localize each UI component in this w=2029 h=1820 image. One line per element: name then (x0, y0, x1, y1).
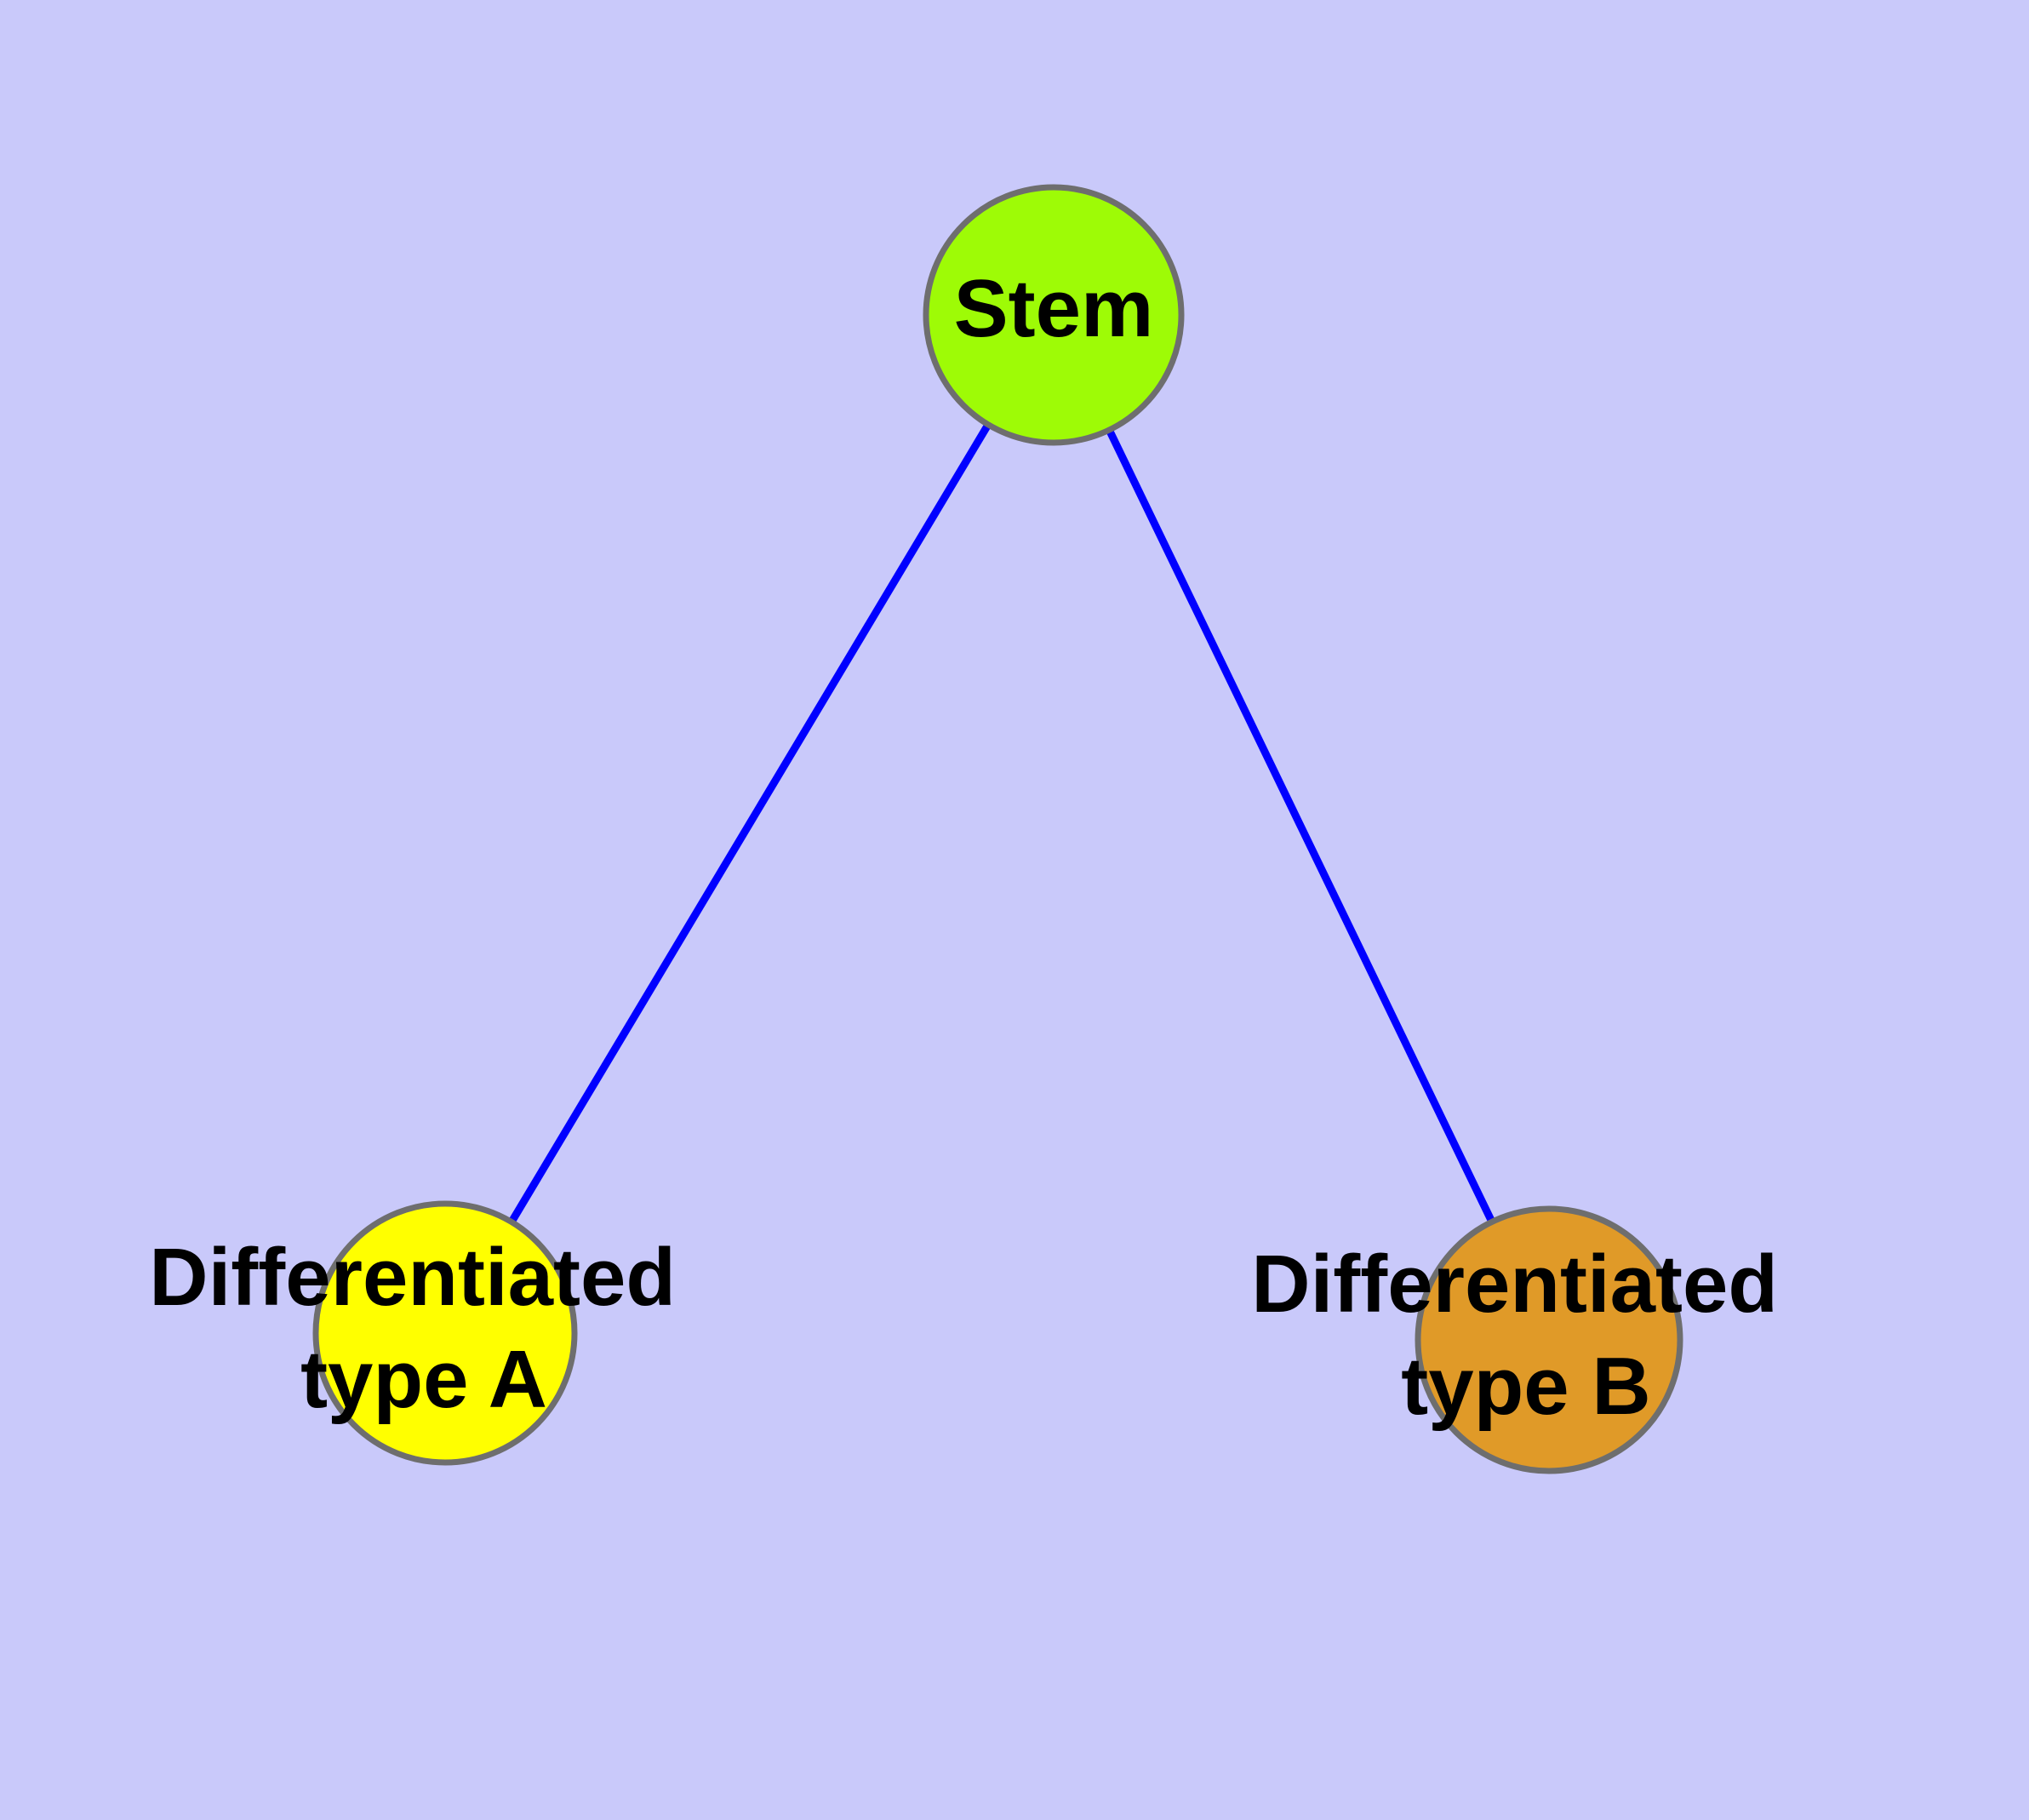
node-diff-a-label-line2: type A (300, 1334, 547, 1425)
node-diff-a-label: Differentiated type A (149, 1232, 698, 1425)
node-diff-b-label: Differentiated type B (1251, 1239, 1800, 1432)
edge-layer (442, 312, 1553, 1342)
edge-stem-to-diff-b[interactable] (1049, 313, 1553, 1342)
node-stem-label-line1: Stem (954, 263, 1154, 354)
node-diff-b[interactable] (1415, 1205, 1683, 1474)
node-diff-b-label-line2: type B (1401, 1341, 1650, 1432)
node-stem-circle[interactable] (923, 184, 1185, 446)
node-diff-a-circle[interactable] (312, 1200, 578, 1466)
node-diff-a[interactable] (312, 1200, 578, 1466)
node-stem-label: Stem (954, 263, 1154, 354)
node-diff-a-label-line1: Differentiated (149, 1232, 676, 1323)
edge-stem-to-diff-a[interactable] (442, 312, 1057, 1336)
node-stem[interactable] (923, 184, 1185, 446)
node-layer (312, 184, 1683, 1474)
node-diff-b-label-line1: Differentiated (1251, 1239, 1778, 1330)
node-diff-b-circle[interactable] (1415, 1205, 1683, 1474)
label-layer: Stem Differentiated type A Differentiate… (149, 263, 1800, 1432)
